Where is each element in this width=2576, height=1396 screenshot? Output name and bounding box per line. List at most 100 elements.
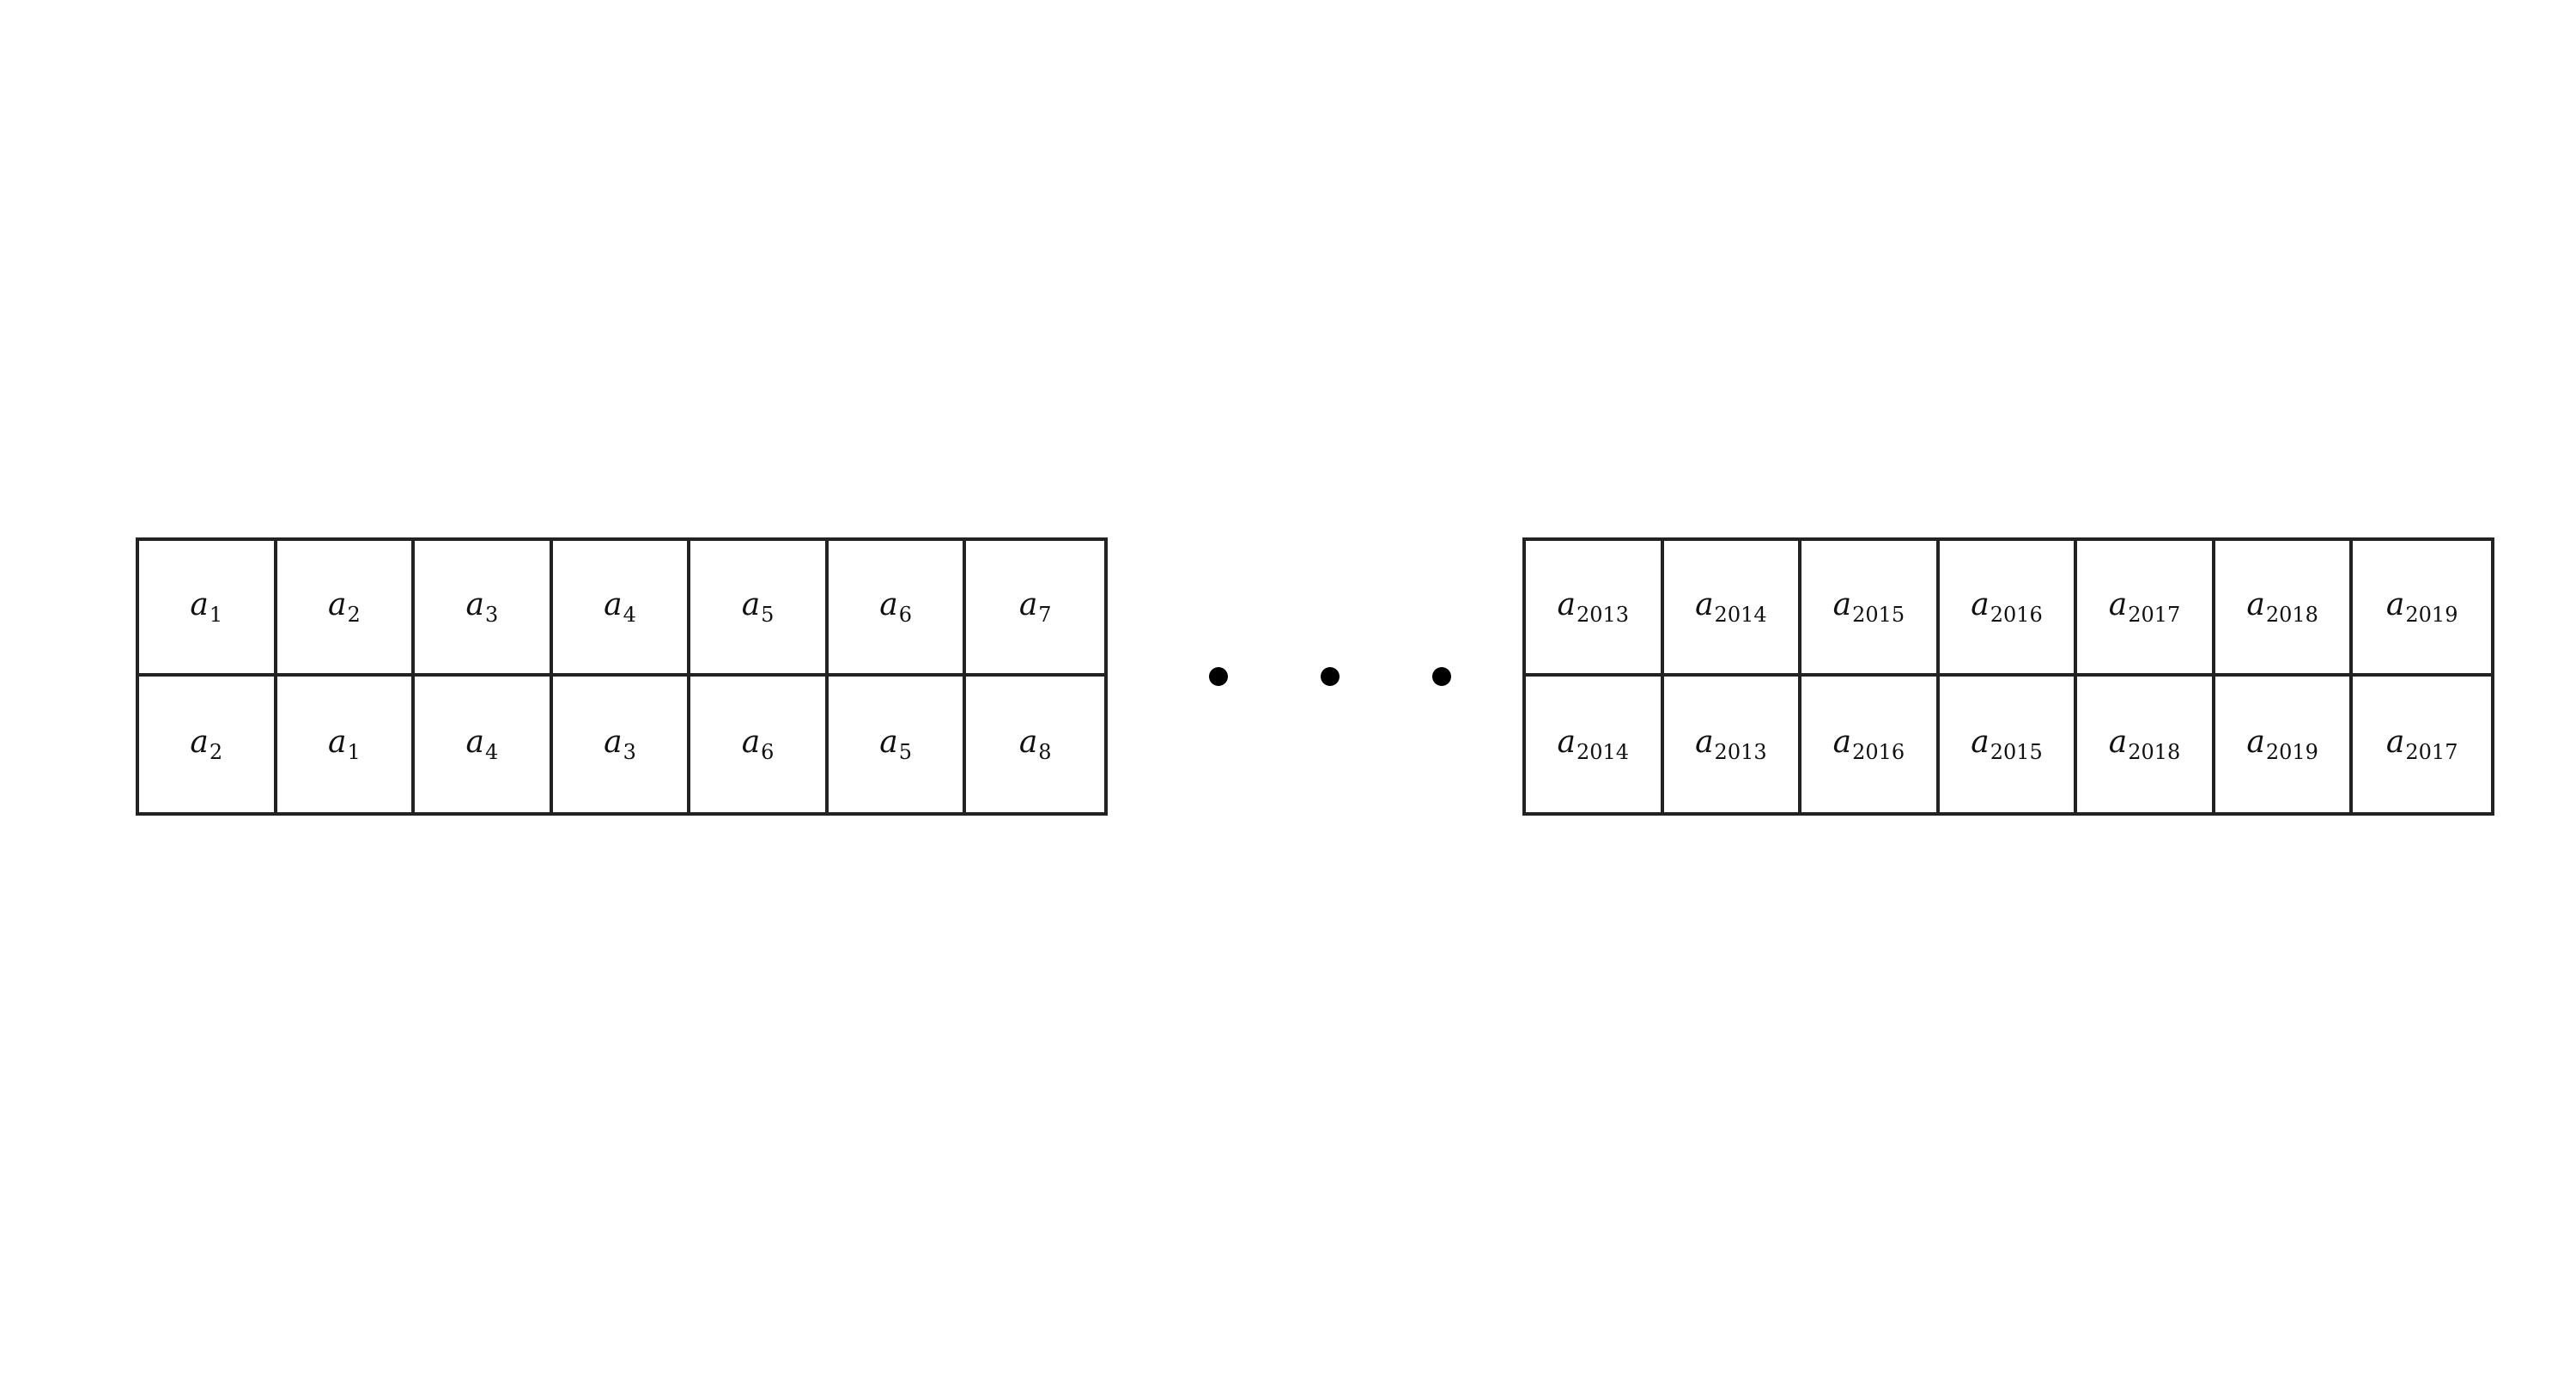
variable-label: a4: [465, 724, 499, 764]
variable-label: a2018: [2108, 724, 2181, 764]
variable-subscript: 2015: [1990, 739, 2043, 764]
variable-symbol: a: [327, 724, 347, 760]
variable-symbol: a: [741, 724, 761, 760]
variable-subscript: 3: [485, 602, 499, 627]
variable-symbol: a: [1557, 724, 1576, 760]
left-cell-bottom-3: a4: [415, 677, 553, 812]
right-cell-bottom-6: a2019: [2215, 677, 2354, 812]
right-cell-bottom-1: a2014: [1526, 677, 1664, 812]
variable-label: a2018: [2246, 586, 2318, 627]
variable-subscript: 4: [485, 739, 499, 764]
right-cell-top-1: a2013: [1526, 541, 1664, 677]
variable-subscript: 2017: [2405, 739, 2458, 764]
left-cell-top-4: a4: [552, 541, 691, 677]
variable-label: a4: [604, 586, 636, 627]
right-cell-top-5: a2017: [2077, 541, 2215, 677]
right-cell-top-6: a2018: [2215, 541, 2354, 677]
variable-label: a2014: [1695, 586, 1767, 625]
variable-subscript: 5: [761, 602, 775, 627]
variable-subscript: 3: [623, 739, 636, 764]
variable-symbol: a: [741, 586, 761, 622]
right-cell-top-3: a2015: [1801, 541, 1940, 677]
variable-symbol: a: [1971, 586, 1990, 622]
variable-subscript: 2: [347, 602, 361, 627]
ellipsis-dot-2: [1321, 667, 1340, 686]
variable-label: a2: [327, 586, 361, 627]
variable-subscript: 6: [898, 602, 912, 627]
variable-label: a8: [1018, 724, 1052, 764]
variable-label: a2016: [1832, 724, 1905, 764]
variable-symbol: a: [604, 724, 623, 760]
variable-symbol: a: [190, 586, 209, 622]
variable-symbol: a: [879, 586, 898, 622]
variable-symbol: a: [879, 724, 898, 760]
variable-symbol: a: [1018, 724, 1038, 760]
variable-subscript: 2013: [1714, 739, 1767, 764]
variable-label: a2017: [2109, 589, 2181, 627]
ellipsis-dot-1: [1209, 667, 1228, 686]
variable-subscript: 2014: [1576, 739, 1630, 764]
right-cell-top-7: a2019: [2353, 541, 2491, 677]
variable-symbol: a: [1832, 724, 1852, 760]
variable-subscript: 2018: [2265, 602, 2318, 627]
variable-label: a2013: [1557, 586, 1630, 627]
left-cell-bottom-6: a5: [829, 677, 967, 812]
variable-subscript: 2016: [1852, 739, 1905, 764]
variable-subscript: 2015: [1852, 602, 1905, 627]
variable-symbol: a: [327, 586, 347, 622]
right-cell-top-2: a2014: [1663, 541, 1802, 677]
variable-label: a2019: [2246, 726, 2318, 764]
variable-subscript: 5: [898, 739, 912, 764]
variable-symbol: a: [1018, 586, 1038, 622]
variable-label: a3: [604, 724, 636, 764]
variable-symbol: a: [1695, 586, 1714, 622]
variable-subscript: 6: [761, 739, 775, 764]
variable-symbol: a: [2246, 586, 2265, 622]
right-cell-bottom-3: a2016: [1801, 677, 1940, 812]
variable-label: a7: [1018, 586, 1052, 627]
variable-symbol: a: [604, 586, 623, 622]
right-cell-bottom-5: a2018: [2077, 677, 2215, 812]
ellipsis-dot-3: [1432, 667, 1451, 686]
left-cell-top-7: a7: [966, 541, 1104, 677]
variable-subscript: 2019: [2265, 739, 2318, 764]
variable-label: a2013: [1695, 724, 1767, 764]
variable-symbol: a: [1695, 724, 1714, 760]
variable-subscript: 2018: [2128, 739, 2181, 764]
variable-label: a6: [741, 724, 775, 764]
variable-symbol: a: [2385, 724, 2405, 760]
variable-symbol: a: [2385, 586, 2405, 622]
variable-label: a2016: [1971, 586, 2043, 625]
variable-symbol: a: [2108, 724, 2128, 760]
variable-symbol: a: [1557, 586, 1576, 622]
variable-subscript: 1: [347, 739, 361, 764]
variable-symbol: a: [1832, 586, 1852, 622]
variable-subscript: 8: [1038, 739, 1052, 764]
variable-subscript: 1: [209, 602, 223, 627]
right-cell-bottom-4: a2015: [1940, 677, 2078, 812]
variable-label: a6: [879, 586, 912, 627]
left-cell-bottom-1: a2: [139, 677, 277, 812]
variable-subscript: 2017: [2128, 602, 2181, 627]
variable-subscript: 4: [623, 602, 636, 627]
variable-subscript: 7: [1038, 602, 1052, 627]
left-cell-top-6: a6: [828, 541, 967, 677]
left-cell-top-3: a3: [415, 541, 553, 677]
variable-label: a1: [190, 586, 223, 627]
left-cell-bottom-5: a6: [690, 677, 829, 812]
variable-label: a3: [466, 589, 499, 627]
left-cell-top-5: a5: [690, 541, 829, 677]
left-cell-bottom-2: a1: [277, 677, 416, 812]
left-cell-bottom-4: a3: [553, 677, 691, 812]
left-cell-top-1: a1: [139, 541, 277, 677]
variable-subscript: 2: [209, 739, 223, 764]
left-cell-top-2: a2: [276, 541, 416, 677]
variable-label: a2019: [2385, 586, 2458, 625]
variable-label: a2015: [1832, 586, 1905, 627]
variable-subscript: 2013: [1576, 602, 1630, 627]
variable-symbol: a: [465, 724, 485, 760]
variable-label: a5: [741, 586, 775, 627]
variable-label: a5: [879, 724, 912, 764]
